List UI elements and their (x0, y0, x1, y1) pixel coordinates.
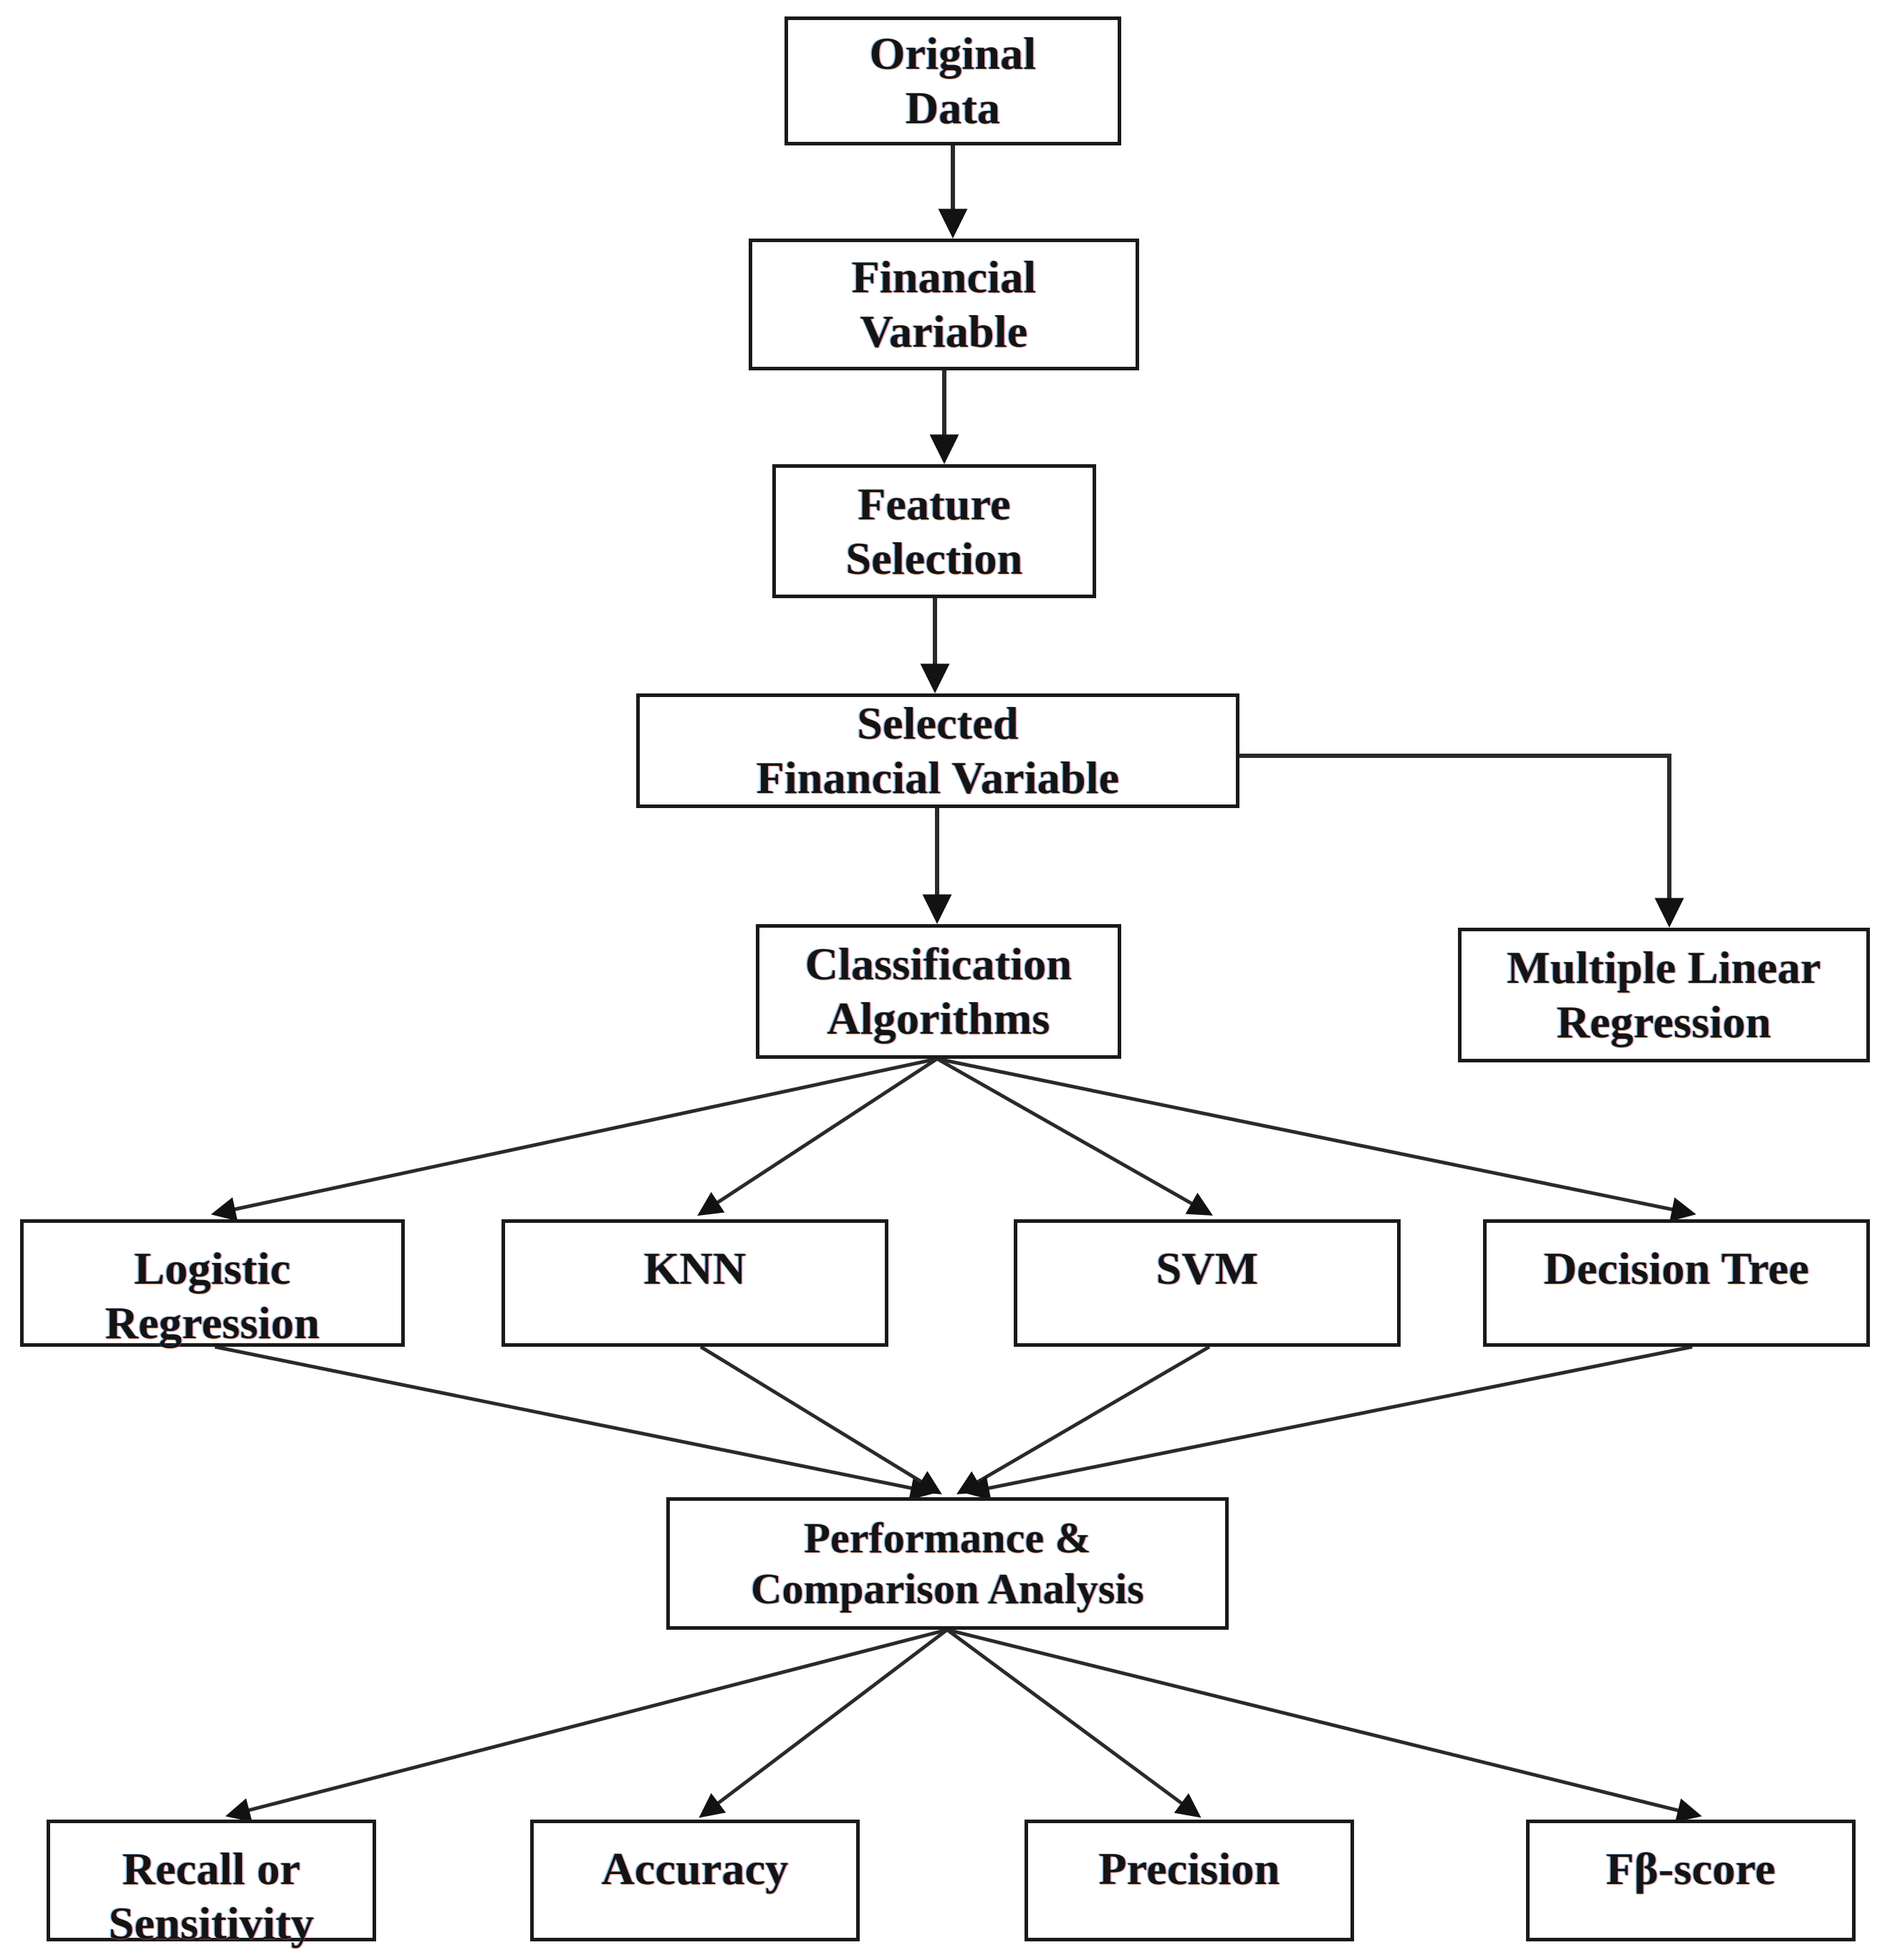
node-logistic-regression[interactable]: Logistic Regression (20, 1219, 405, 1348)
edge-classification-to-logistic (211, 1057, 938, 1221)
node-knn-label: KNN (643, 1243, 747, 1294)
node-original-data-label: Original Data (869, 28, 1037, 133)
edge-performance-to-recall (225, 1628, 948, 1822)
node-precision[interactable]: Precision (1025, 1820, 1354, 1941)
node-financial-variable-label: Financial Variable (851, 251, 1037, 357)
edge-logistic-to-performance (214, 1345, 936, 1501)
node-recall-sensitivity-label: Recall or Sensitivity (108, 1843, 315, 1949)
node-selected-financial-variable[interactable]: Selected Financial Variable (636, 693, 1239, 808)
node-performance-comparison[interactable]: Performance & Comparison Analysis (666, 1497, 1229, 1630)
edge-performance-to-precision (946, 1628, 1201, 1818)
edge-performance-to-accuracy (699, 1628, 949, 1818)
edge-svm-to-performance (956, 1345, 1211, 1494)
node-fbeta-score-label: Fβ-score (1606, 1843, 1776, 1894)
edge-selected-to-mlr (1239, 754, 1684, 928)
node-svm-label: SVM (1156, 1243, 1259, 1294)
node-recall-sensitivity[interactable]: Recall or Sensitivity (47, 1820, 376, 1949)
node-original-data[interactable]: Original Data (785, 16, 1121, 145)
edge-classification-to-decision-tree (936, 1057, 1697, 1221)
node-knn[interactable]: KNN (502, 1219, 888, 1347)
edge-classification-to-knn (697, 1057, 939, 1216)
node-precision-label: Precision (1098, 1843, 1280, 1894)
edge-knn-to-performance (699, 1345, 942, 1494)
node-feature-selection[interactable]: Feature Selection (772, 464, 1096, 598)
node-performance-comparison-label: Performance & Comparison Analysis (751, 1514, 1144, 1613)
node-logistic-regression-label: Logistic Regression (105, 1243, 320, 1348)
node-feature-selection-label: Feature Selection (845, 478, 1023, 584)
node-classification-algorithms[interactable]: Classification Algorithms (756, 924, 1121, 1059)
node-classification-algorithms-label: Classification Algorithms (805, 938, 1073, 1044)
node-multiple-linear-regression[interactable]: Multiple Linear Regression (1458, 928, 1870, 1062)
node-selected-financial-variable-label: Selected Financial Variable (756, 698, 1120, 803)
node-accuracy-label: Accuracy (601, 1843, 789, 1894)
node-svm[interactable]: SVM (1014, 1219, 1401, 1347)
edge-classification-to-svm (936, 1057, 1213, 1216)
node-fbeta-score[interactable]: Fβ-score (1526, 1820, 1856, 1941)
node-financial-variable[interactable]: Financial Variable (749, 239, 1139, 370)
node-decision-tree[interactable]: Decision Tree (1483, 1219, 1870, 1347)
node-decision-tree-label: Decision Tree (1543, 1243, 1810, 1294)
node-multiple-linear-regression-label: Multiple Linear Regression (1507, 942, 1821, 1047)
edge-decision-tree-to-performance (964, 1345, 1693, 1501)
node-accuracy[interactable]: Accuracy (530, 1820, 860, 1941)
edge-performance-to-fbeta (946, 1628, 1702, 1822)
